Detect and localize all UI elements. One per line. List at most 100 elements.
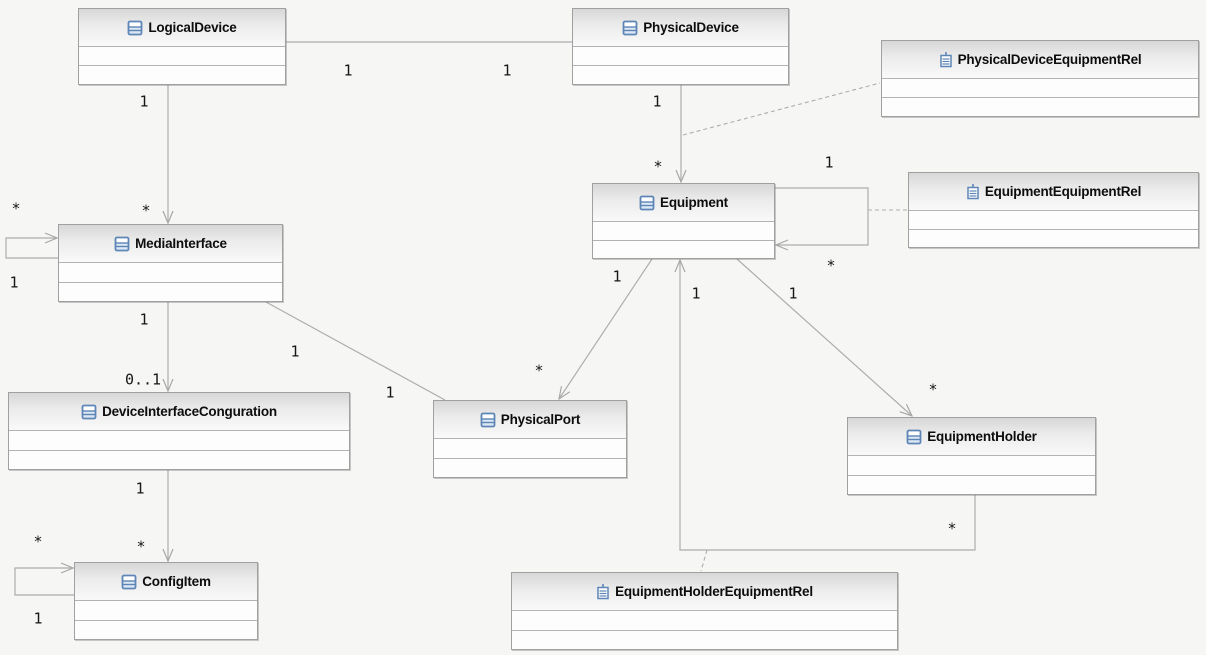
multiplicity-label: 1 — [139, 310, 149, 329]
class-box-deviceinterfaceconguration[interactable]: DeviceInterfaceConguration — [8, 392, 350, 470]
multiplicity-label: 1 — [502, 61, 512, 80]
link-equipmentholderequipmentrel[interactable] — [700, 549, 708, 572]
class-box-equipmentholder[interactable]: EquipmentHolder — [847, 417, 1096, 495]
class-name: DeviceInterfaceConguration — [102, 404, 277, 419]
class-header: Equipment — [593, 184, 774, 222]
operations-compartment — [573, 65, 788, 84]
class-header: PhysicalPort — [434, 401, 626, 439]
attributes-compartment — [512, 611, 897, 630]
operations-compartment — [882, 97, 1198, 116]
association-class-icon — [966, 183, 980, 200]
multiplicity-label: 1 — [135, 479, 145, 498]
operations-compartment — [848, 474, 1095, 494]
multiplicity-label: 1 — [691, 284, 701, 303]
operations-compartment — [9, 449, 349, 469]
multiplicity-label: * — [136, 537, 146, 556]
class-name: ConfigItem — [142, 574, 211, 589]
operations-compartment — [75, 619, 257, 639]
class-box-mediainterface[interactable]: MediaInterface — [58, 224, 283, 302]
class-box-equipmentequipmentrel[interactable]: EquipmentEquipmentRel — [908, 172, 1199, 248]
multiplicity-label: * — [653, 157, 663, 176]
class-box-physicaldevice[interactable]: PhysicalDevice — [572, 8, 789, 85]
link-physicaldeviceequipmentrel[interactable] — [682, 82, 881, 136]
class-box-logicaldevice[interactable]: LogicalDevice — [78, 8, 286, 85]
class-name: MediaInterface — [135, 236, 227, 251]
class-header: MediaInterface — [59, 225, 282, 263]
class-header: EquipmentHolderEquipmentRel — [512, 573, 897, 611]
multiplicity-label: * — [928, 380, 938, 399]
attributes-compartment — [75, 601, 257, 620]
multiplicity-label: 1 — [9, 273, 19, 292]
multiplicity-label: * — [534, 361, 544, 380]
multiplicity-label: * — [947, 519, 957, 538]
class-icon — [906, 429, 922, 445]
operations-compartment — [512, 629, 897, 649]
multiplicity-label: * — [11, 199, 21, 218]
association-class-icon — [596, 583, 610, 600]
multiplicity-label: * — [141, 201, 151, 220]
attributes-compartment — [848, 456, 1095, 475]
attributes-compartment — [59, 263, 282, 282]
class-name: PhysicalDevice — [643, 20, 739, 35]
attributes-compartment — [593, 222, 774, 240]
multiplicity-label: 1 — [139, 92, 149, 111]
association-equipment-equipmentholder[interactable] — [736, 258, 912, 416]
association-equipmentholder-equipment[interactable] — [680, 260, 976, 551]
multiplicity-label: 1 — [343, 61, 353, 80]
class-name: EquipmentHolderEquipmentRel — [615, 584, 813, 599]
attributes-compartment — [909, 211, 1198, 229]
class-name: Equipment — [660, 195, 728, 210]
attributes-compartment — [9, 431, 349, 450]
operations-compartment — [434, 457, 626, 477]
class-icon — [114, 236, 130, 252]
multiplicity-label: 1 — [612, 267, 622, 286]
class-icon — [639, 195, 655, 211]
multiplicity-label: 1 — [385, 383, 395, 402]
multiplicity-label: 1 — [652, 92, 662, 111]
class-icon — [480, 412, 496, 428]
class-header: EquipmentEquipmentRel — [909, 173, 1198, 211]
multiplicity-label: * — [826, 256, 836, 275]
class-icon — [622, 20, 638, 36]
class-box-configitem[interactable]: ConfigItem — [74, 562, 258, 640]
class-header: EquipmentHolder — [848, 418, 1095, 456]
multiplicity-label: 1 — [290, 342, 300, 361]
multiplicity-label: * — [33, 532, 43, 551]
class-header: ConfigItem — [75, 563, 257, 601]
class-box-equipment[interactable]: Equipment — [592, 183, 775, 259]
operations-compartment — [79, 65, 285, 84]
class-name: LogicalDevice — [148, 20, 237, 35]
class-icon — [121, 574, 137, 590]
class-box-equipmentholderequipmentrel[interactable]: EquipmentHolderEquipmentRel — [511, 572, 898, 650]
operations-compartment — [909, 228, 1198, 247]
class-name: PhysicalPort — [500, 412, 581, 427]
multiplicity-label: 1 — [33, 609, 43, 628]
association-equipment-self[interactable] — [775, 187, 869, 245]
class-name: EquipmentHolder — [927, 429, 1037, 444]
association-mediainterface-self[interactable] — [5, 238, 58, 259]
multiplicity-label: 0..1 — [124, 370, 162, 389]
association-class-icon — [939, 51, 953, 68]
association-mediainterface-physicalport[interactable] — [265, 301, 446, 401]
attributes-compartment — [882, 79, 1198, 97]
attributes-compartment — [573, 47, 788, 65]
class-box-physicalport[interactable]: PhysicalPort — [433, 400, 627, 478]
class-icon — [81, 404, 97, 420]
class-name: EquipmentEquipmentRel — [984, 184, 1142, 199]
attributes-compartment — [434, 439, 626, 458]
attributes-compartment — [79, 47, 285, 65]
multiplicity-label: 1 — [788, 284, 798, 303]
class-name: PhysicalDeviceEquipmentRel — [957, 52, 1142, 67]
operations-compartment — [59, 281, 282, 301]
multiplicity-label: 1 — [824, 153, 834, 172]
class-box-physicaldeviceequipmentrel[interactable]: PhysicalDeviceEquipmentRel — [881, 40, 1199, 117]
association-configitem-self[interactable] — [14, 568, 74, 596]
class-header: PhysicalDevice — [573, 9, 788, 47]
class-header: LogicalDevice — [79, 9, 285, 47]
class-header: PhysicalDeviceEquipmentRel — [882, 41, 1198, 79]
class-icon — [127, 20, 143, 36]
operations-compartment — [593, 239, 774, 258]
association-equipment-physicalport[interactable] — [559, 258, 653, 399]
